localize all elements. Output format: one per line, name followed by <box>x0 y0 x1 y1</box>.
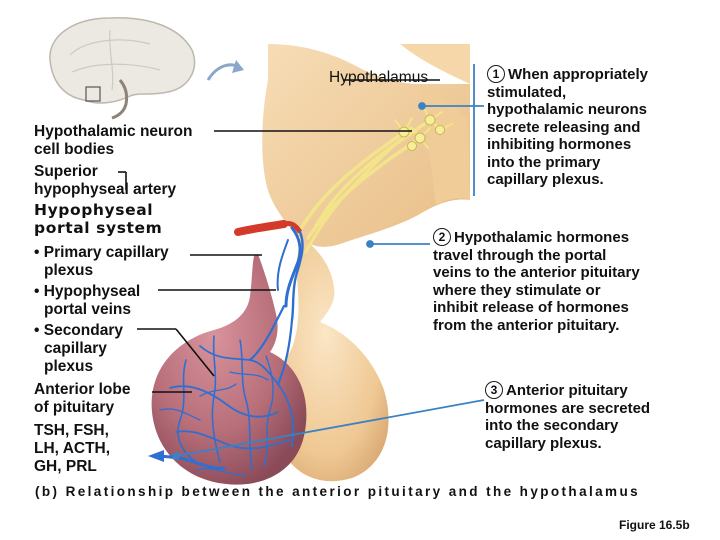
figure-caption: (b) Relationship between the anterior pi… <box>35 484 640 499</box>
label-line: Anterior lobe <box>34 381 131 398</box>
step-line: capillary plexus. <box>487 171 604 188</box>
step-line: capillary plexus. <box>485 434 602 452</box>
label-line: hypophyseal artery <box>34 181 177 198</box>
step-line: where they stimulate or <box>433 281 601 299</box>
step-pointers <box>172 64 485 460</box>
label-secondary-plexus: • Secondary capillary plexus <box>34 322 123 376</box>
label-portal-veins: • Hypophyseal portal veins <box>34 283 140 319</box>
superior-hypophyseal-artery <box>234 220 303 236</box>
label-line: portal veins <box>44 301 131 318</box>
step-number-badge: 1 <box>487 65 505 83</box>
step-line: into the secondary <box>485 417 619 434</box>
portal-vessels <box>158 226 304 477</box>
label-line: • Hypophyseal <box>34 283 141 300</box>
label-line: cell bodies <box>34 141 115 158</box>
step-line: Hypothalamic hormones <box>454 229 630 246</box>
brain-inset-icon <box>49 17 244 120</box>
hypothalamus-tissue <box>262 44 470 247</box>
label-line: Hypothalamic neuron <box>34 123 193 140</box>
label-line: Hypophyseal <box>34 201 154 219</box>
label-superior-artery: Superior hypophyseal artery <box>34 163 176 199</box>
label-line: TSH, FSH, <box>34 422 109 439</box>
label-line: LH, ACTH, <box>34 440 111 457</box>
label-line: • Secondary <box>34 322 123 339</box>
step-line: from the anterior pituitary. <box>433 316 620 334</box>
step-line: secrete releasing and <box>487 118 641 136</box>
step-line: veins to the anterior pituitary <box>433 264 640 281</box>
step-line: stimulated, <box>487 83 567 101</box>
step-line: hypothalamic neurons <box>487 101 648 118</box>
step-line: Anterior pituitary <box>506 382 628 399</box>
step-line: inhibit release of hormones <box>433 299 629 316</box>
label-line: GH, PRL <box>34 458 97 475</box>
neuron-cell-bodies <box>398 114 445 151</box>
step-number-badge: 2 <box>433 228 451 246</box>
figure-number: Figure 16.5b <box>619 518 690 532</box>
label-line: portal system <box>34 219 163 237</box>
label-primary-plexus: • Primary capillary plexus <box>34 244 169 280</box>
label-line: plexus <box>44 262 94 279</box>
step-line: When appropriately <box>508 66 649 83</box>
label-anterior-lobe: Anterior lobe of pituitary <box>34 381 130 417</box>
step-line: into the primary <box>487 153 601 171</box>
step-line: travel through the portal <box>433 246 607 264</box>
label-line: Superior <box>34 163 98 180</box>
step-line: inhibiting hormones <box>487 136 632 153</box>
label-line: plexus <box>44 358 94 375</box>
label-line: capillary <box>44 340 107 357</box>
label-line: • Primary capillary <box>34 244 169 261</box>
label-hormones: TSH, FSH, LH, ACTH, GH, PRL <box>34 422 110 476</box>
step-line: hormones are secreted <box>485 399 651 417</box>
label-neuron-bodies: Hypothalamic neuron cell bodies <box>34 123 192 159</box>
label-portal-system: Hypophyseal portal system <box>34 201 162 237</box>
leader-lines <box>118 79 440 393</box>
step-number-badge: 3 <box>485 381 503 399</box>
label-line: of pituitary <box>34 399 115 416</box>
arrow-icon <box>148 450 164 462</box>
label-hypothalamus: Hypothalamus <box>329 69 429 86</box>
